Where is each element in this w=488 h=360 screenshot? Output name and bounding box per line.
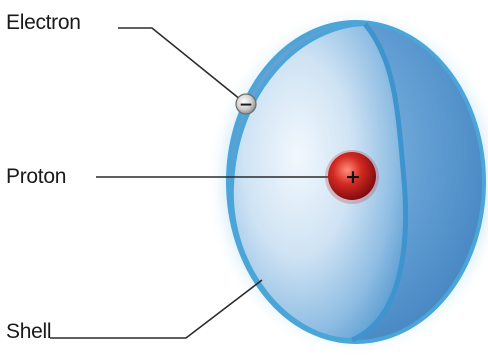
shell-label: Shell [6,321,51,342]
electron-label: Electron [6,12,81,33]
proton-label: Proton [6,166,66,187]
electron-particle: − [236,94,256,115]
electron-charge-symbol: − [239,95,253,115]
proton-particle: + [325,150,379,204]
proton-charge-symbol: + [345,166,361,188]
shell-leader-line [50,280,262,338]
